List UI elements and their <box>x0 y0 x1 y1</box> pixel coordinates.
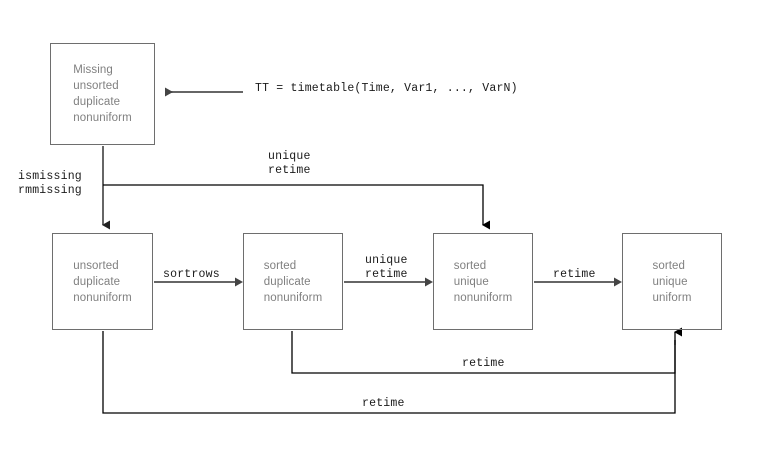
node-label: sorted duplicate nonuniform <box>263 259 323 304</box>
label-unique-retime-middle: unique retime <box>365 254 408 281</box>
node-unsorted-duplicate-nonuniform[interactable]: unsorted duplicate nonuniform <box>52 233 153 330</box>
label-retime-feedback-upper: retime <box>462 357 505 370</box>
label-sortrows: sortrows <box>163 268 220 281</box>
node-label: Missing unsorted duplicate nonuniform <box>73 64 132 124</box>
label-retime-feedback-lower: retime <box>362 397 405 410</box>
label-ismissing-rmmissing: ismissing rmmissing <box>18 170 82 197</box>
node-missing-unsorted-duplicate-nonuniform[interactable]: Missing unsorted duplicate nonuniform <box>50 43 155 145</box>
node-sorted-unique-uniform[interactable]: sorted unique uniform <box>622 233 722 330</box>
edge-feedback-unsorted-retime <box>102 331 676 414</box>
node-label: unsorted duplicate nonuniform <box>73 259 132 304</box>
node-label: sorted unique nonuniform <box>453 259 513 304</box>
label-unique-retime-top: unique retime <box>268 150 311 177</box>
label-retime-right: retime <box>553 268 596 281</box>
node-label: sorted unique uniform <box>652 259 692 304</box>
edge-missing-to-sorted-unique-nonuniform <box>103 184 490 230</box>
node-sorted-duplicate-nonuniform[interactable]: sorted duplicate nonuniform <box>243 233 343 330</box>
label-timetable-call: TT = timetable(Time, Var1, ..., VarN) <box>255 82 518 95</box>
node-sorted-unique-nonuniform[interactable]: sorted unique nonuniform <box>433 233 533 330</box>
